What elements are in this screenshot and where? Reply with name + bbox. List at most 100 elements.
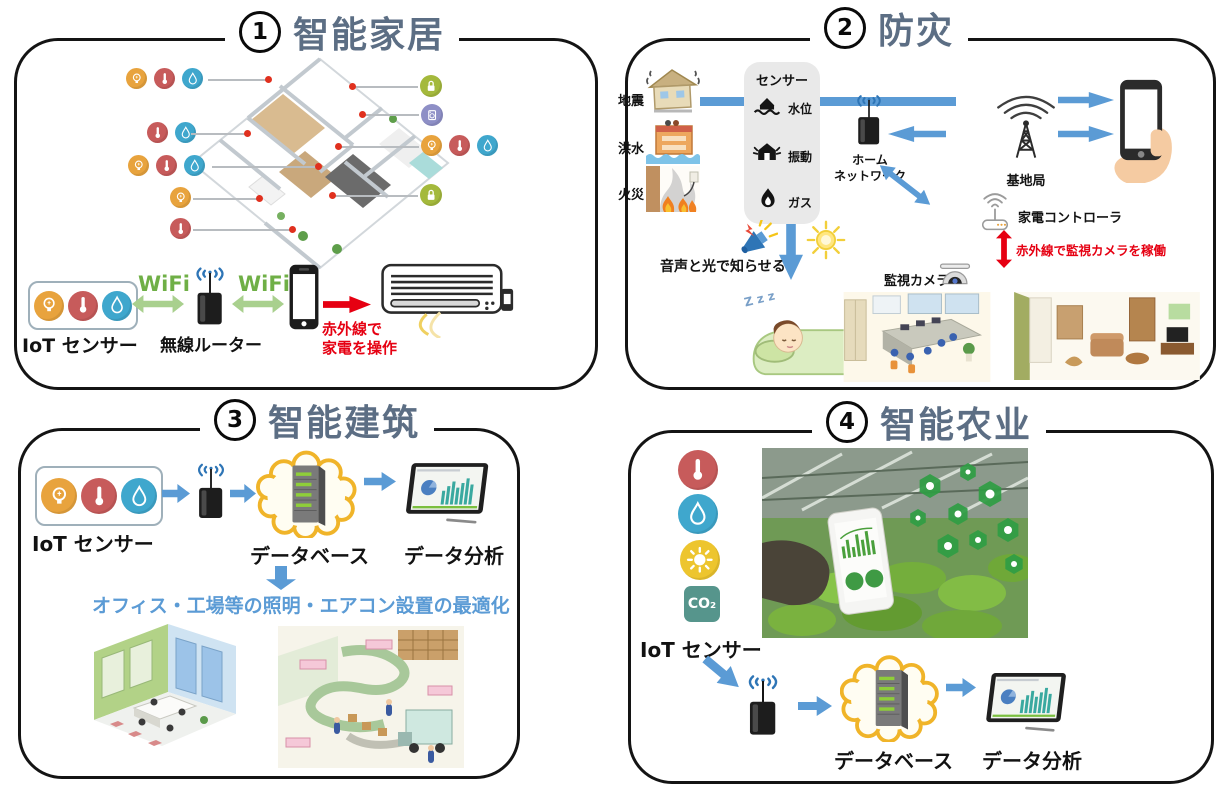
infrared-note-line1: 赤外線で — [322, 320, 383, 338]
vibration-icon — [752, 140, 782, 166]
database-label: データベース — [834, 749, 953, 773]
lock-icon — [420, 184, 442, 206]
connector-line — [193, 229, 292, 231]
water-drop-icon — [678, 494, 718, 534]
sensor-box-title: センサー — [755, 74, 808, 89]
database-label: データベース — [250, 544, 369, 568]
bulb-icon — [41, 478, 77, 514]
alert-note: 音声と光で知らせる — [660, 259, 786, 275]
thermometer-icon — [68, 290, 98, 321]
connector-line — [193, 198, 259, 200]
database-cloud-server-icon — [256, 450, 360, 538]
sensor-gas-label: ガス — [788, 196, 813, 210]
thermometer-icon — [154, 68, 175, 89]
water-drop-icon — [182, 68, 203, 89]
iot-sensor-label: IoT センサー — [22, 335, 138, 357]
sensor-group-box — [744, 62, 820, 224]
surveillance-camera-icon — [938, 262, 972, 290]
water-drop-icon — [184, 155, 205, 176]
hazard-fire-label: 火災 — [618, 188, 645, 203]
bulb-icon — [34, 290, 64, 321]
water-drop-icon — [175, 122, 196, 143]
sensor-dot — [335, 143, 342, 150]
gas-icon — [754, 186, 782, 212]
thermometer-icon — [170, 218, 191, 239]
greenhouse-photo — [762, 448, 1028, 638]
wireless-router-icon — [190, 458, 232, 522]
page-title: 智能农业 — [880, 405, 1033, 446]
iot-sensor-box — [35, 466, 163, 526]
panel-smart-home-title: 1 智能家居 — [225, 10, 460, 56]
office-isometric-illustration — [84, 616, 244, 768]
connector-line — [338, 146, 419, 148]
iot-sensor-label: IoT センサー — [640, 638, 762, 662]
factory-logistics-illustration — [278, 626, 464, 768]
fire-illustration — [646, 166, 700, 212]
panel-number-badge: 1 — [239, 11, 281, 53]
living-room-illustration — [1012, 292, 1202, 380]
infrared-note-line2: 家電を操作 — [322, 338, 398, 357]
bulb-icon — [421, 135, 442, 156]
appliance-controller-label: 家電コントローラ — [1018, 211, 1123, 226]
flow-line — [820, 97, 956, 106]
connector-line — [212, 166, 318, 168]
lock-icon — [420, 75, 442, 97]
infrared-camera-note: 赤外線で監視カメラを稼働 — [1016, 243, 1167, 258]
co2-icon: CO₂ — [684, 586, 720, 622]
wireless-router-icon — [188, 262, 232, 328]
thermometer-icon — [449, 135, 470, 156]
wireless-router-icon — [740, 668, 786, 740]
flood-illustration — [646, 118, 700, 164]
sensor-dot — [265, 76, 272, 83]
page-title: 防灾 — [878, 11, 955, 52]
base-station-icon — [993, 72, 1059, 172]
page-title: 智能建筑 — [268, 403, 421, 444]
panel-number-badge: 4 — [826, 401, 868, 443]
hazard-quake-label: 地震 — [618, 94, 645, 109]
database-cloud-server-icon — [840, 654, 942, 742]
analysis-label: データ分析 — [404, 544, 504, 568]
thermometer-icon — [678, 450, 718, 490]
air-conditioner-illustration — [378, 260, 516, 338]
optimization-note: オフィス・工場等の照明・エアコン設置の最適化 — [92, 595, 510, 617]
surveillance-camera-label: 監視カメラ — [884, 274, 950, 289]
panel-number-badge: 2 — [824, 7, 866, 49]
connector-line — [362, 114, 419, 116]
panel-disaster-title: 2 防灾 — [810, 6, 969, 52]
thermometer-icon — [156, 155, 177, 176]
hazard-flood-label: 洪水 — [618, 142, 645, 157]
bulb-icon — [170, 187, 191, 208]
sensor-water-label: 水位 — [788, 102, 813, 116]
smartphone-in-hand-illustration — [1112, 78, 1174, 183]
sun-icon — [680, 540, 720, 580]
sensor-vibration-label: 振動 — [788, 150, 813, 164]
router-label: 無線ルーター — [160, 336, 262, 356]
panel-number-badge: 3 — [214, 399, 256, 441]
page-title: 智能家居 — [293, 15, 446, 56]
water-level-icon — [752, 94, 782, 118]
home-network-label-line1: ホーム — [852, 153, 888, 167]
megaphone-icon — [738, 220, 778, 260]
bulb-icon — [126, 68, 147, 89]
thermometer-icon — [81, 478, 117, 514]
analysis-label: データ分析 — [982, 749, 1082, 773]
bulb-icon — [128, 155, 149, 176]
appliance-controller-icon — [978, 188, 1012, 234]
connector-line — [191, 133, 247, 135]
earthquake-illustration — [646, 64, 700, 114]
panel-smart-agriculture-title: 4 智能农业 — [812, 400, 1047, 446]
water-drop-icon — [477, 135, 498, 156]
office-room-illustration — [843, 292, 991, 382]
water-drop-icon — [102, 290, 132, 321]
sensor-dot — [329, 192, 336, 199]
connector-line — [332, 195, 418, 197]
wifi-label: WiFi — [238, 272, 290, 296]
flow-line — [700, 97, 746, 106]
connector-line — [208, 79, 268, 81]
thermometer-icon — [147, 122, 168, 143]
sensor-dot — [359, 111, 366, 118]
wifi-label: WiFi — [138, 272, 190, 296]
data-analysis-tablet-icon — [398, 460, 494, 526]
light-flash-icon — [806, 220, 846, 260]
